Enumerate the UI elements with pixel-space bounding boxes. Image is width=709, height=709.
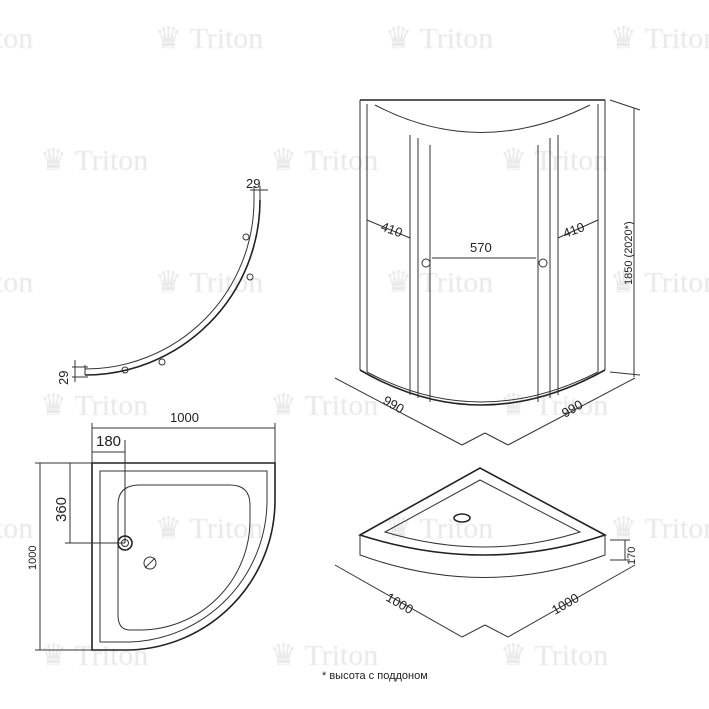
footnote: * высота с поддоном (322, 670, 428, 682)
tray-height-label: 170 (626, 547, 638, 565)
side-panel-left-label: 410 (379, 219, 405, 241)
top-view-profile: 29 29 (56, 176, 268, 385)
top-profile-width-label: 29 (246, 176, 260, 191)
tray-plan-view: 1000 180 360 1000 (27, 410, 276, 651)
side-panel-right-label: 410 (561, 219, 587, 241)
door-opening-label: 570 (470, 240, 492, 255)
top-profile-height-label: 29 (56, 371, 71, 385)
tray-depth-label: 1000 (27, 546, 39, 570)
tray-3d-view: 170 1000 1000 (334, 467, 638, 638)
cabin-depth-right-label: 990 (559, 397, 585, 421)
drain-x-label: 180 (96, 433, 121, 450)
tray-side-left-label: 1000 (384, 590, 417, 617)
drain-y-label: 360 (53, 497, 70, 522)
tray-width-label: 1000 (170, 410, 199, 425)
cabin-height-label: 1850 (2020*) (623, 221, 635, 285)
cabin-depth-left-label: 990 (381, 393, 407, 417)
tray-side-right-label: 1000 (549, 590, 582, 617)
cabin-view: 410 570 410 1850 (2020*) 990 990 (334, 99, 641, 446)
